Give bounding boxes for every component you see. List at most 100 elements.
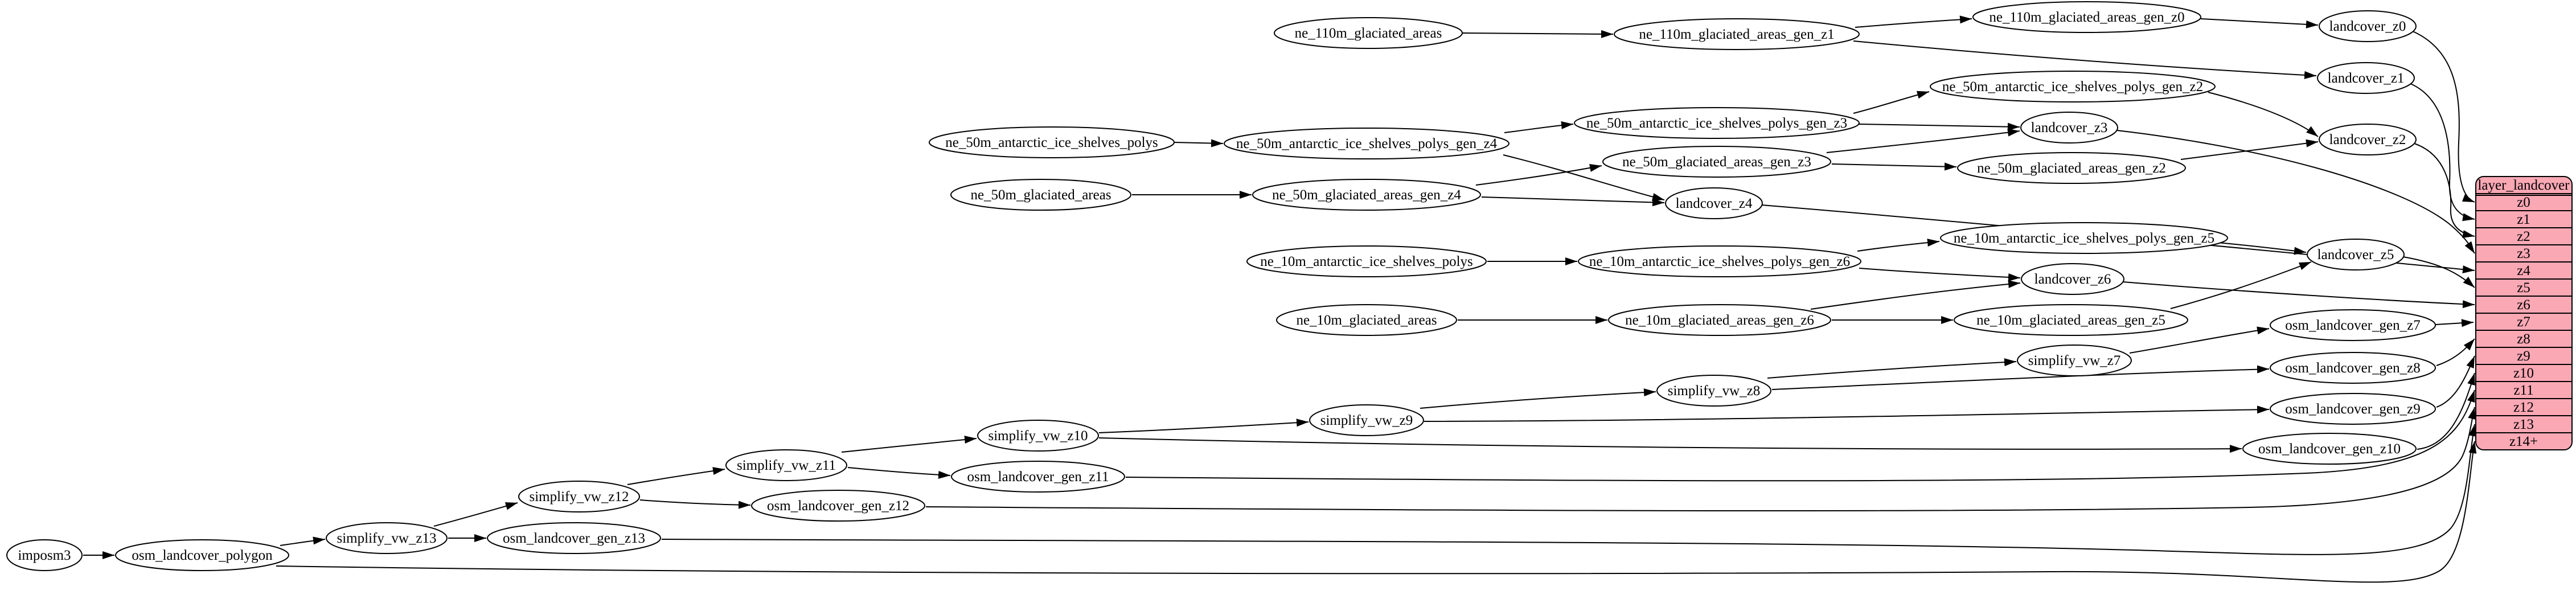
table-row-z2: z2 [2517, 229, 2530, 244]
edge-10m_polys_gen_z5-landcover_z5 [2217, 242, 2307, 255]
node-ne_50m_antarctic_ice_shelves_polys_gen_z2: ne_50m_antarctic_ice_shelves_polys_gen_z… [1930, 71, 2216, 102]
edge-simplify_vw_z11-z10 [841, 436, 977, 453]
node-label: osm_landcover_gen_z10 [2258, 441, 2401, 457]
edge-50m_polys_gen_z3-landcover_z3 [1859, 122, 2020, 131]
edge-ne_110m_glaciated_areas-gen_z1 [1462, 30, 1614, 38]
edge-50m_polys_gen_z4-gen_z3 [1504, 121, 1574, 133]
node-label: simplify_vw_z11 [737, 458, 836, 473]
node-ne_10m_glaciated_areas_gen_z5: ne_10m_glaciated_areas_gen_z5 [1954, 304, 2188, 336]
edge-gen_z10-row_z10 [2417, 372, 2475, 450]
node-simplify_vw_z12: simplify_vw_z12 [518, 481, 640, 512]
edge-simplify_vw_z9-gen_z9 [1424, 405, 2270, 422]
node-osm_landcover_gen_z12: osm_landcover_gen_z12 [751, 490, 925, 522]
edge-landcover_z1-row_z1 [2409, 83, 2475, 222]
node-label: simplify_vw_z12 [530, 489, 629, 505]
node-label: ne_110m_glaciated_areas_gen_z1 [1639, 27, 1834, 42]
node-label: ne_110m_glaciated_areas [1295, 26, 1442, 41]
edge-gen_z8-row_z8 [2436, 338, 2475, 366]
edge-simplify_vw_z8-z7 [1767, 358, 2017, 379]
node-ne_50m_glaciated_areas_gen_z4: ne_50m_glaciated_areas_gen_z4 [1252, 179, 1481, 211]
node-ne_10m_antarctic_ice_shelves_polys: ne_10m_antarctic_ice_shelves_polys [1246, 245, 1487, 277]
node-label: imposm3 [18, 548, 71, 563]
edge-landcover_z6-row_z6 [2122, 281, 2475, 309]
node-landcover_z0: landcover_z0 [2319, 10, 2417, 42]
node-ne_110m_glaciated_areas_gen_z1: ne_110m_glaciated_areas_gen_z1 [1614, 18, 1860, 50]
node-simplify_vw_z7: simplify_vw_z7 [2017, 345, 2132, 376]
edge-50m_polys_gen_z2-landcover_z2 [2208, 92, 2319, 137]
edge-50m_glac_gen_z4-landcover_z4 [1481, 196, 1665, 207]
edge-gen_z7-row_z7 [2435, 319, 2474, 327]
node-ne_10m_antarctic_ice_shelves_polys_gen_z6: ne_10m_antarctic_ice_shelves_polys_gen_z… [1578, 245, 1861, 277]
edge-50m_polys_gen_z3-gen_z2 [1853, 91, 1930, 114]
node-simplify_vw_z11: simplify_vw_z11 [725, 449, 847, 481]
table-row-z8: z8 [2517, 331, 2530, 347]
edge-simplify_vw_z12-gen_z12 [639, 499, 751, 509]
node-ne_10m_antarctic_ice_shelves_polys_gen_z5: ne_10m_antarctic_ice_shelves_polys_gen_z… [1940, 222, 2228, 254]
edge-simplify_vw_z11-gen_z11 [847, 467, 951, 479]
node-label: ne_50m_glaciated_areas_gen_z2 [1977, 161, 2166, 176]
node-simplify_vw_z13: simplify_vw_z13 [326, 522, 448, 554]
edge-50m_glac_gen_z2-landcover_z2 [2180, 139, 2319, 160]
node-label: landcover_z5 [2317, 247, 2394, 263]
node-ne_50m_glaciated_areas_gen_z2: ne_50m_glaciated_areas_gen_z2 [1957, 152, 2186, 184]
node-label: landcover_z2 [2329, 132, 2406, 147]
edge-simplify_vw_z12-z11 [627, 467, 725, 485]
node-label: ne_50m_antarctic_ice_shelves_polys_gen_z… [1586, 116, 1847, 131]
layer-landcover-table: layer_landcover z0 z1 z2 z3 z4 z5 z6 z7 … [2475, 176, 2573, 450]
node-simplify_vw_z10: simplify_vw_z10 [977, 420, 1099, 452]
edge-landcover_z0-row_z0 [2411, 30, 2475, 203]
node-label: ne_50m_glaciated_areas_gen_z4 [1272, 187, 1461, 203]
node-label: ne_10m_antarctic_ice_shelves_polys_gen_z… [1589, 254, 1850, 269]
table-row-z14plus: z14+ [2509, 434, 2538, 449]
node-label: ne_50m_antarctic_ice_shelves_polys_gen_z… [1236, 136, 1498, 151]
edge-simplify_vw_z9-z8 [1420, 388, 1656, 409]
node-label: simplify_vw_z7 [2028, 353, 2121, 368]
node-label: osm_landcover_gen_z13 [503, 531, 645, 546]
node-label: osm_landcover_gen_z11 [967, 469, 1109, 485]
node-label: ne_10m_glaciated_areas_gen_z6 [1625, 313, 1814, 328]
node-label: osm_landcover_gen_z7 [2285, 318, 2420, 333]
node-ne_50m_antarctic_ice_shelves_polys_gen_z3: ne_50m_antarctic_ice_shelves_polys_gen_z… [1574, 107, 1860, 139]
edge-gen_z12-row_z12 [925, 407, 2476, 512]
edge-10m_polys_gen_z6-gen_z5 [1857, 239, 1940, 252]
node-ne_50m_glaciated_areas: ne_50m_glaciated_areas [950, 179, 1131, 211]
node-ne_10m_glaciated_areas_gen_z6: ne_10m_glaciated_areas_gen_z6 [1608, 304, 1831, 336]
node-osm_landcover_polygon: osm_landcover_polygon [115, 539, 289, 571]
node-label: ne_10m_antarctic_ice_shelves_polys [1260, 254, 1473, 269]
node-osm_landcover_gen_z7: osm_landcover_gen_z7 [2270, 309, 2436, 341]
table-row-z11: z11 [2513, 383, 2533, 398]
node-label: osm_landcover_gen_z12 [767, 498, 909, 514]
table-row-z10: z10 [2513, 366, 2534, 381]
table-row-z1: z1 [2517, 212, 2530, 227]
edge-gen_z9-row_z9 [2436, 355, 2475, 408]
node-osm_landcover_gen_z10: osm_landcover_gen_z10 [2242, 433, 2417, 465]
node-label: simplify_vw_z9 [1320, 413, 1413, 428]
node-simplify_vw_z9: simplify_vw_z9 [1309, 404, 1424, 436]
node-label: simplify_vw_z8 [1668, 383, 1761, 399]
edge-50m_glac_gen_z3-landcover_z3 [1826, 128, 2020, 153]
node-ne_50m_glaciated_areas_gen_z3: ne_50m_glaciated_areas_gen_z3 [1602, 146, 1831, 178]
node-label: landcover_z3 [2031, 120, 2108, 136]
table-row-z3: z3 [2517, 246, 2530, 261]
edge-simplify_vw_z7-gen_z7 [2129, 326, 2270, 354]
edge-10m_polys_gen_z6-landcover_z6 [1859, 268, 2021, 281]
node-label: ne_50m_antarctic_ice_shelves_polys [945, 135, 1158, 150]
node-landcover_z2: landcover_z2 [2319, 124, 2417, 155]
node-label: ne_50m_antarctic_ice_shelves_polys_gen_z… [1942, 79, 2203, 95]
node-landcover_z6: landcover_z6 [2021, 263, 2124, 295]
edge-simplify_vw_z10-gen_z10 [1098, 437, 2242, 453]
table-row-z5: z5 [2517, 280, 2530, 296]
table-row-z12: z12 [2513, 400, 2534, 415]
node-ne_110m_glaciated_areas_gen_z0: ne_110m_glaciated_areas_gen_z0 [1972, 1, 2201, 33]
edge-polygon-row_z14 [276, 441, 2477, 583]
nodes: ne_110m_glaciated_areas ne_110m_glaciate… [6, 1, 2436, 571]
edge-50m_glac_gen_z4-gen_z3 [1475, 164, 1602, 186]
node-label: osm_landcover_gen_z8 [2285, 360, 2420, 376]
edge-gen_z11-row_z11 [1125, 389, 2475, 482]
node-label: ne_10m_glaciated_areas_gen_z5 [1976, 313, 2165, 328]
node-osm_landcover_gen_z13: osm_landcover_gen_z13 [487, 522, 661, 554]
node-ne_10m_glaciated_areas: ne_10m_glaciated_areas [1276, 304, 1457, 336]
node-label: simplify_vw_z13 [337, 531, 437, 546]
